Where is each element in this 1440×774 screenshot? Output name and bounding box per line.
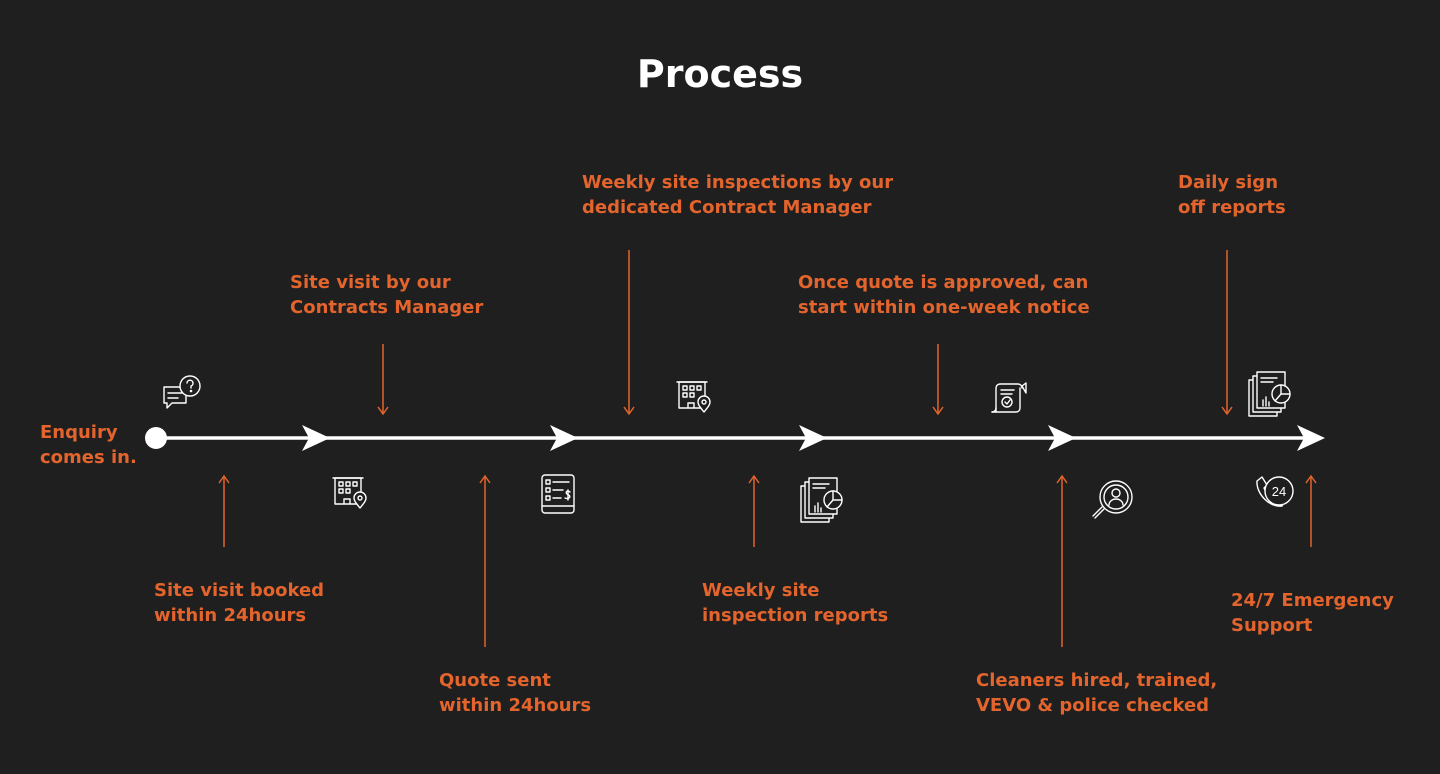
timeline-arrowhead [799,425,827,451]
step-cleaners-hired-label: Cleaners hired, trained,VEVO & police ch… [976,670,1218,716]
timeline-arrowhead [1048,425,1076,451]
timeline-start-dot [145,427,167,449]
phone-24-icon: 24 [1256,476,1294,507]
report-chart-icon [800,477,843,523]
contract-check-icon [991,382,1027,413]
svg-text:24: 24 [1272,484,1286,499]
timeline-arrowhead [1297,425,1325,451]
page-title: Process [636,52,804,96]
building-location-icon [676,381,711,413]
search-person-icon [1092,480,1133,519]
connectors-above [377,250,1233,416]
timeline-arrowheads [302,425,1325,451]
connectors-below [218,474,1317,647]
building-location-icon [332,477,367,509]
invoice-icon [541,474,575,514]
chat-question-icon [163,375,201,409]
report-chart-icon [1248,371,1291,417]
timeline-arrowhead [550,425,578,451]
timeline-arrowhead [302,425,330,451]
